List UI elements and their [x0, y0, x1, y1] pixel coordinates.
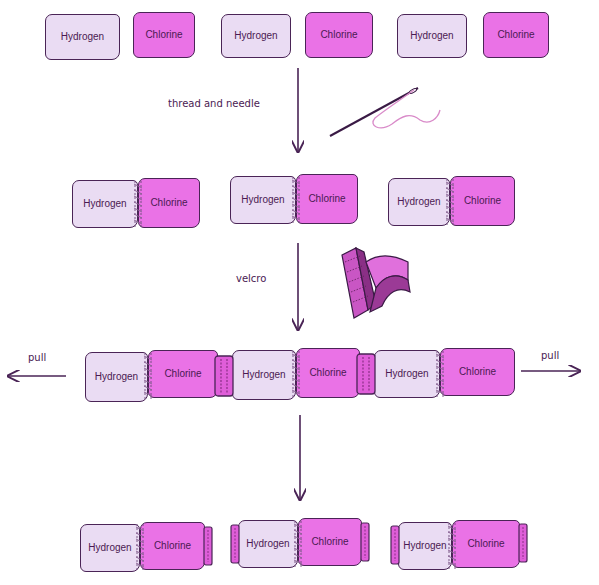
atom-label: Hydrogen: [242, 369, 285, 381]
atom-label: Chlorine: [154, 540, 191, 552]
atom-label: Hydrogen: [385, 368, 428, 380]
atom-label: Hydrogen: [88, 542, 131, 554]
atom-label: Hydrogen: [234, 30, 277, 42]
atom-label: Chlorine: [497, 29, 534, 41]
pull-arrow: [8, 375, 66, 377]
chlorine-patch: Chlorine: [440, 348, 515, 396]
chlorine-patch: Chlorine: [148, 350, 218, 398]
velcro-tab: [519, 524, 527, 562]
hydrogen-patch: Hydrogen: [72, 180, 138, 228]
chlorine-patch: Chlorine: [296, 348, 360, 398]
step-label: velcro: [236, 273, 266, 284]
atom-label: Chlorine: [459, 366, 496, 378]
hydrogen-patch: Hydrogen: [238, 520, 298, 568]
atom-label: Chlorine: [308, 193, 345, 205]
hydrogen-patch: Hydrogen: [85, 352, 148, 402]
step-arrow: [299, 415, 301, 500]
atom-label: Chlorine: [145, 29, 182, 41]
hydrogen-patch: Hydrogen: [80, 524, 140, 572]
atom-label: Hydrogen: [403, 540, 446, 552]
chlorine-patch: Chlorine: [450, 176, 515, 226]
step-label: thread and needle: [168, 98, 260, 109]
chlorine-patch: Chlorine: [305, 12, 373, 58]
step-arrow: [297, 68, 299, 152]
chlorine-patch: Chlorine: [133, 12, 195, 58]
atom-label: Chlorine: [150, 197, 187, 209]
needle-thread: [330, 88, 440, 136]
atom-label: Hydrogen: [410, 30, 453, 42]
hydrogen-patch: Hydrogen: [232, 350, 296, 400]
atom-label: Hydrogen: [246, 538, 289, 550]
pull-label: pull: [541, 350, 559, 361]
atom-label: Chlorine: [311, 536, 348, 548]
atom-label: Chlorine: [164, 368, 201, 380]
hydrogen-patch: Hydrogen: [388, 178, 450, 226]
velcro-tab: [361, 523, 369, 561]
atom-label: Hydrogen: [61, 31, 104, 43]
chlorine-patch: Chlorine: [483, 12, 549, 58]
atom-label: Chlorine: [467, 538, 504, 550]
hydrogen-patch: Hydrogen: [230, 176, 296, 224]
atom-label: Hydrogen: [95, 371, 138, 383]
atom-label: Chlorine: [320, 29, 357, 41]
hydrogen-patch: Hydrogen: [221, 14, 291, 58]
chlorine-patch: Chlorine: [138, 178, 200, 228]
atom-label: Chlorine: [464, 195, 501, 207]
pull-arrow: [521, 370, 580, 372]
chlorine-patch: Chlorine: [296, 174, 358, 224]
atom-label: Hydrogen: [241, 194, 284, 206]
pull-label: pull: [28, 352, 46, 363]
hydrogen-patch: Hydrogen: [374, 350, 440, 398]
stitches: [134, 177, 456, 570]
atom-label: Hydrogen: [83, 198, 126, 210]
atom-label: Hydrogen: [397, 196, 440, 208]
step-arrow: [297, 243, 299, 330]
chlorine-patch: Chlorine: [140, 522, 205, 570]
velcro-tab: [204, 527, 212, 565]
hydrogen-patch: Hydrogen: [397, 14, 467, 58]
chlorine-patch: Chlorine: [452, 520, 520, 568]
step-arrows: [8, 68, 580, 500]
chlorine-patch: Chlorine: [298, 518, 362, 566]
atom-label: Chlorine: [309, 367, 346, 379]
hydrogen-patch: Hydrogen: [398, 522, 452, 570]
hydrogen-patch: Hydrogen: [45, 14, 120, 60]
velcro-illustration: [342, 248, 410, 318]
